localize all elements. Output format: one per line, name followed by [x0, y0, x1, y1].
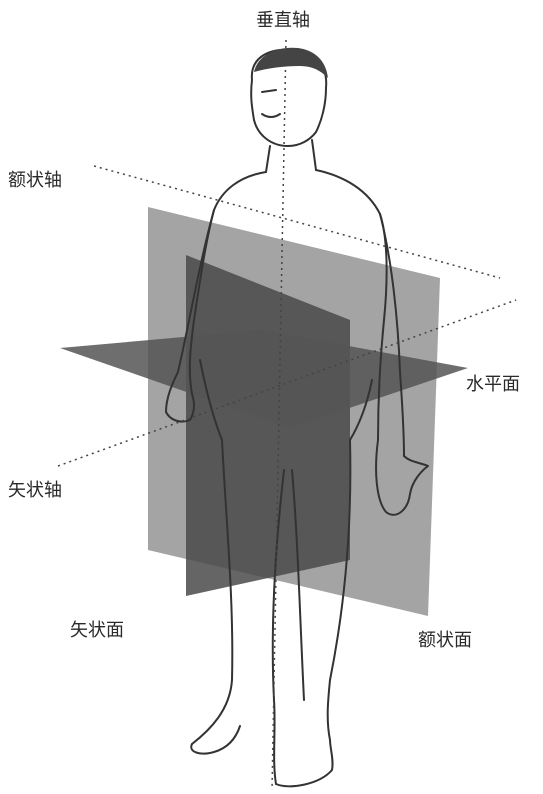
sagittal-axis-label: 矢状轴 — [8, 482, 62, 500]
frontal-plane-label: 额状面 — [418, 632, 472, 650]
frontal-axis-label: 额状轴 — [8, 172, 62, 190]
vertical-axis-label: 垂直轴 — [256, 12, 310, 30]
horizontal-plane-label: 水平面 — [466, 376, 520, 394]
sagittal-plane-label: 矢状面 — [70, 622, 124, 640]
